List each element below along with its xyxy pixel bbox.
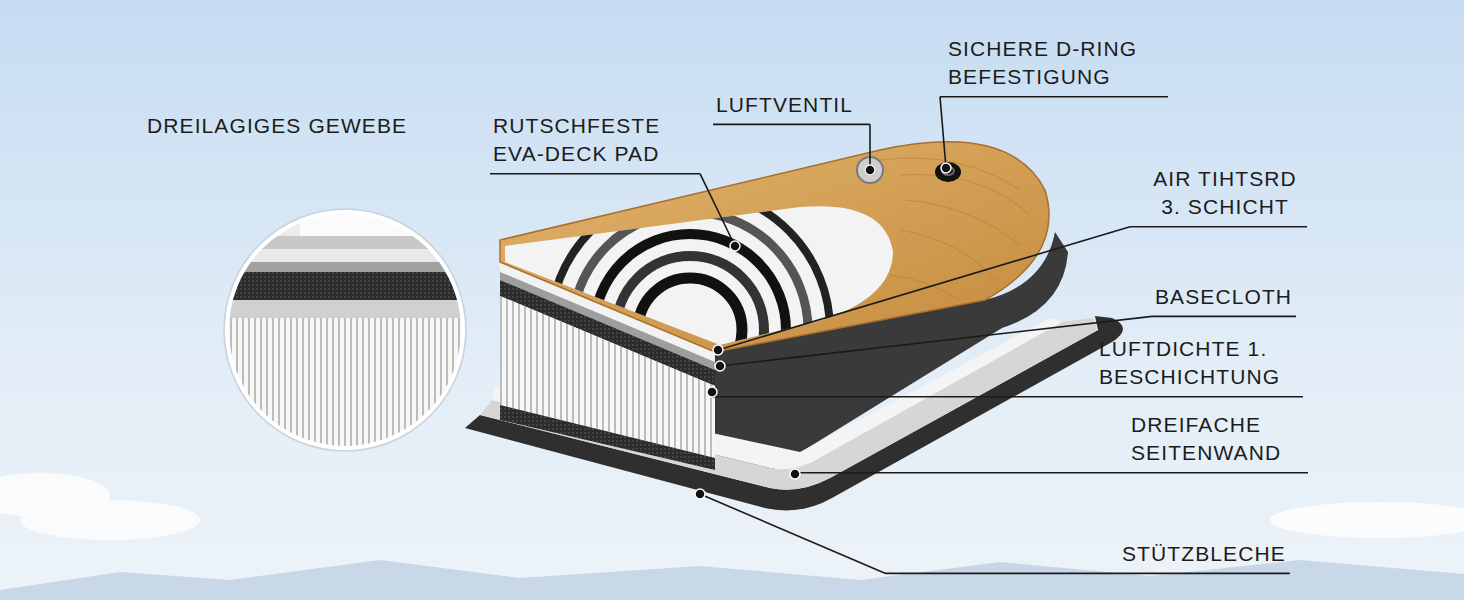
leader-underline — [940, 96, 1168, 98]
magnifier-ring — [227, 212, 463, 448]
leader-dot — [730, 241, 740, 251]
part-label: DREILAGIGES GEWEBE — [147, 112, 407, 140]
part-label: AIR TIHTSRD 3. SCHICHT — [1147, 165, 1303, 222]
leader-line — [713, 227, 1307, 355]
part-label: STÜTZBLECHE — [1122, 540, 1286, 568]
part-label: BASECLOTH — [1155, 283, 1292, 311]
part-label: RUTSCHFESTE EVA-DECK PAD — [493, 112, 684, 169]
leader-underline — [712, 396, 1303, 398]
leader-underline — [885, 573, 1290, 575]
leader-pointer — [720, 316, 1152, 366]
deck-pad-stripes — [550, 190, 830, 470]
leader-pointer — [700, 494, 885, 573]
leader-underline — [795, 472, 1308, 474]
part-label: DREIFACHE SEITENWAND — [1131, 411, 1304, 468]
leader-line — [490, 174, 740, 251]
leader-dot — [707, 387, 717, 397]
leader-dot — [713, 345, 723, 355]
leader-line — [790, 469, 1308, 479]
leader-line — [707, 387, 1303, 397]
part-label: LUFTDICHTE 1. BESCHICHTUNG — [1099, 335, 1299, 392]
leader-underline — [1130, 226, 1307, 228]
part-label: SICHERE D-RING BEFESTIGUNG — [948, 35, 1164, 92]
leader-underline — [490, 173, 700, 175]
magnifier-outline — [224, 209, 466, 451]
d-ring — [935, 162, 961, 182]
leader-dot — [695, 489, 705, 499]
leader-underline — [713, 124, 870, 126]
leader-pointer — [940, 97, 946, 168]
leader-underline — [1152, 316, 1296, 318]
leader-pointer — [869, 124, 871, 170]
magnified-layers — [220, 200, 480, 470]
leader-pointer — [718, 227, 1130, 350]
part-label: LUFTVENTIL — [716, 91, 853, 119]
leader-pointer — [700, 174, 735, 246]
leader-line — [695, 489, 1290, 573]
leader-dot — [790, 469, 800, 479]
leader-dot — [715, 361, 725, 371]
leader-line — [713, 124, 875, 175]
leader-line — [940, 97, 1168, 173]
leader-dot — [865, 165, 875, 175]
leader-dot — [941, 163, 951, 173]
mountains — [0, 560, 1464, 600]
